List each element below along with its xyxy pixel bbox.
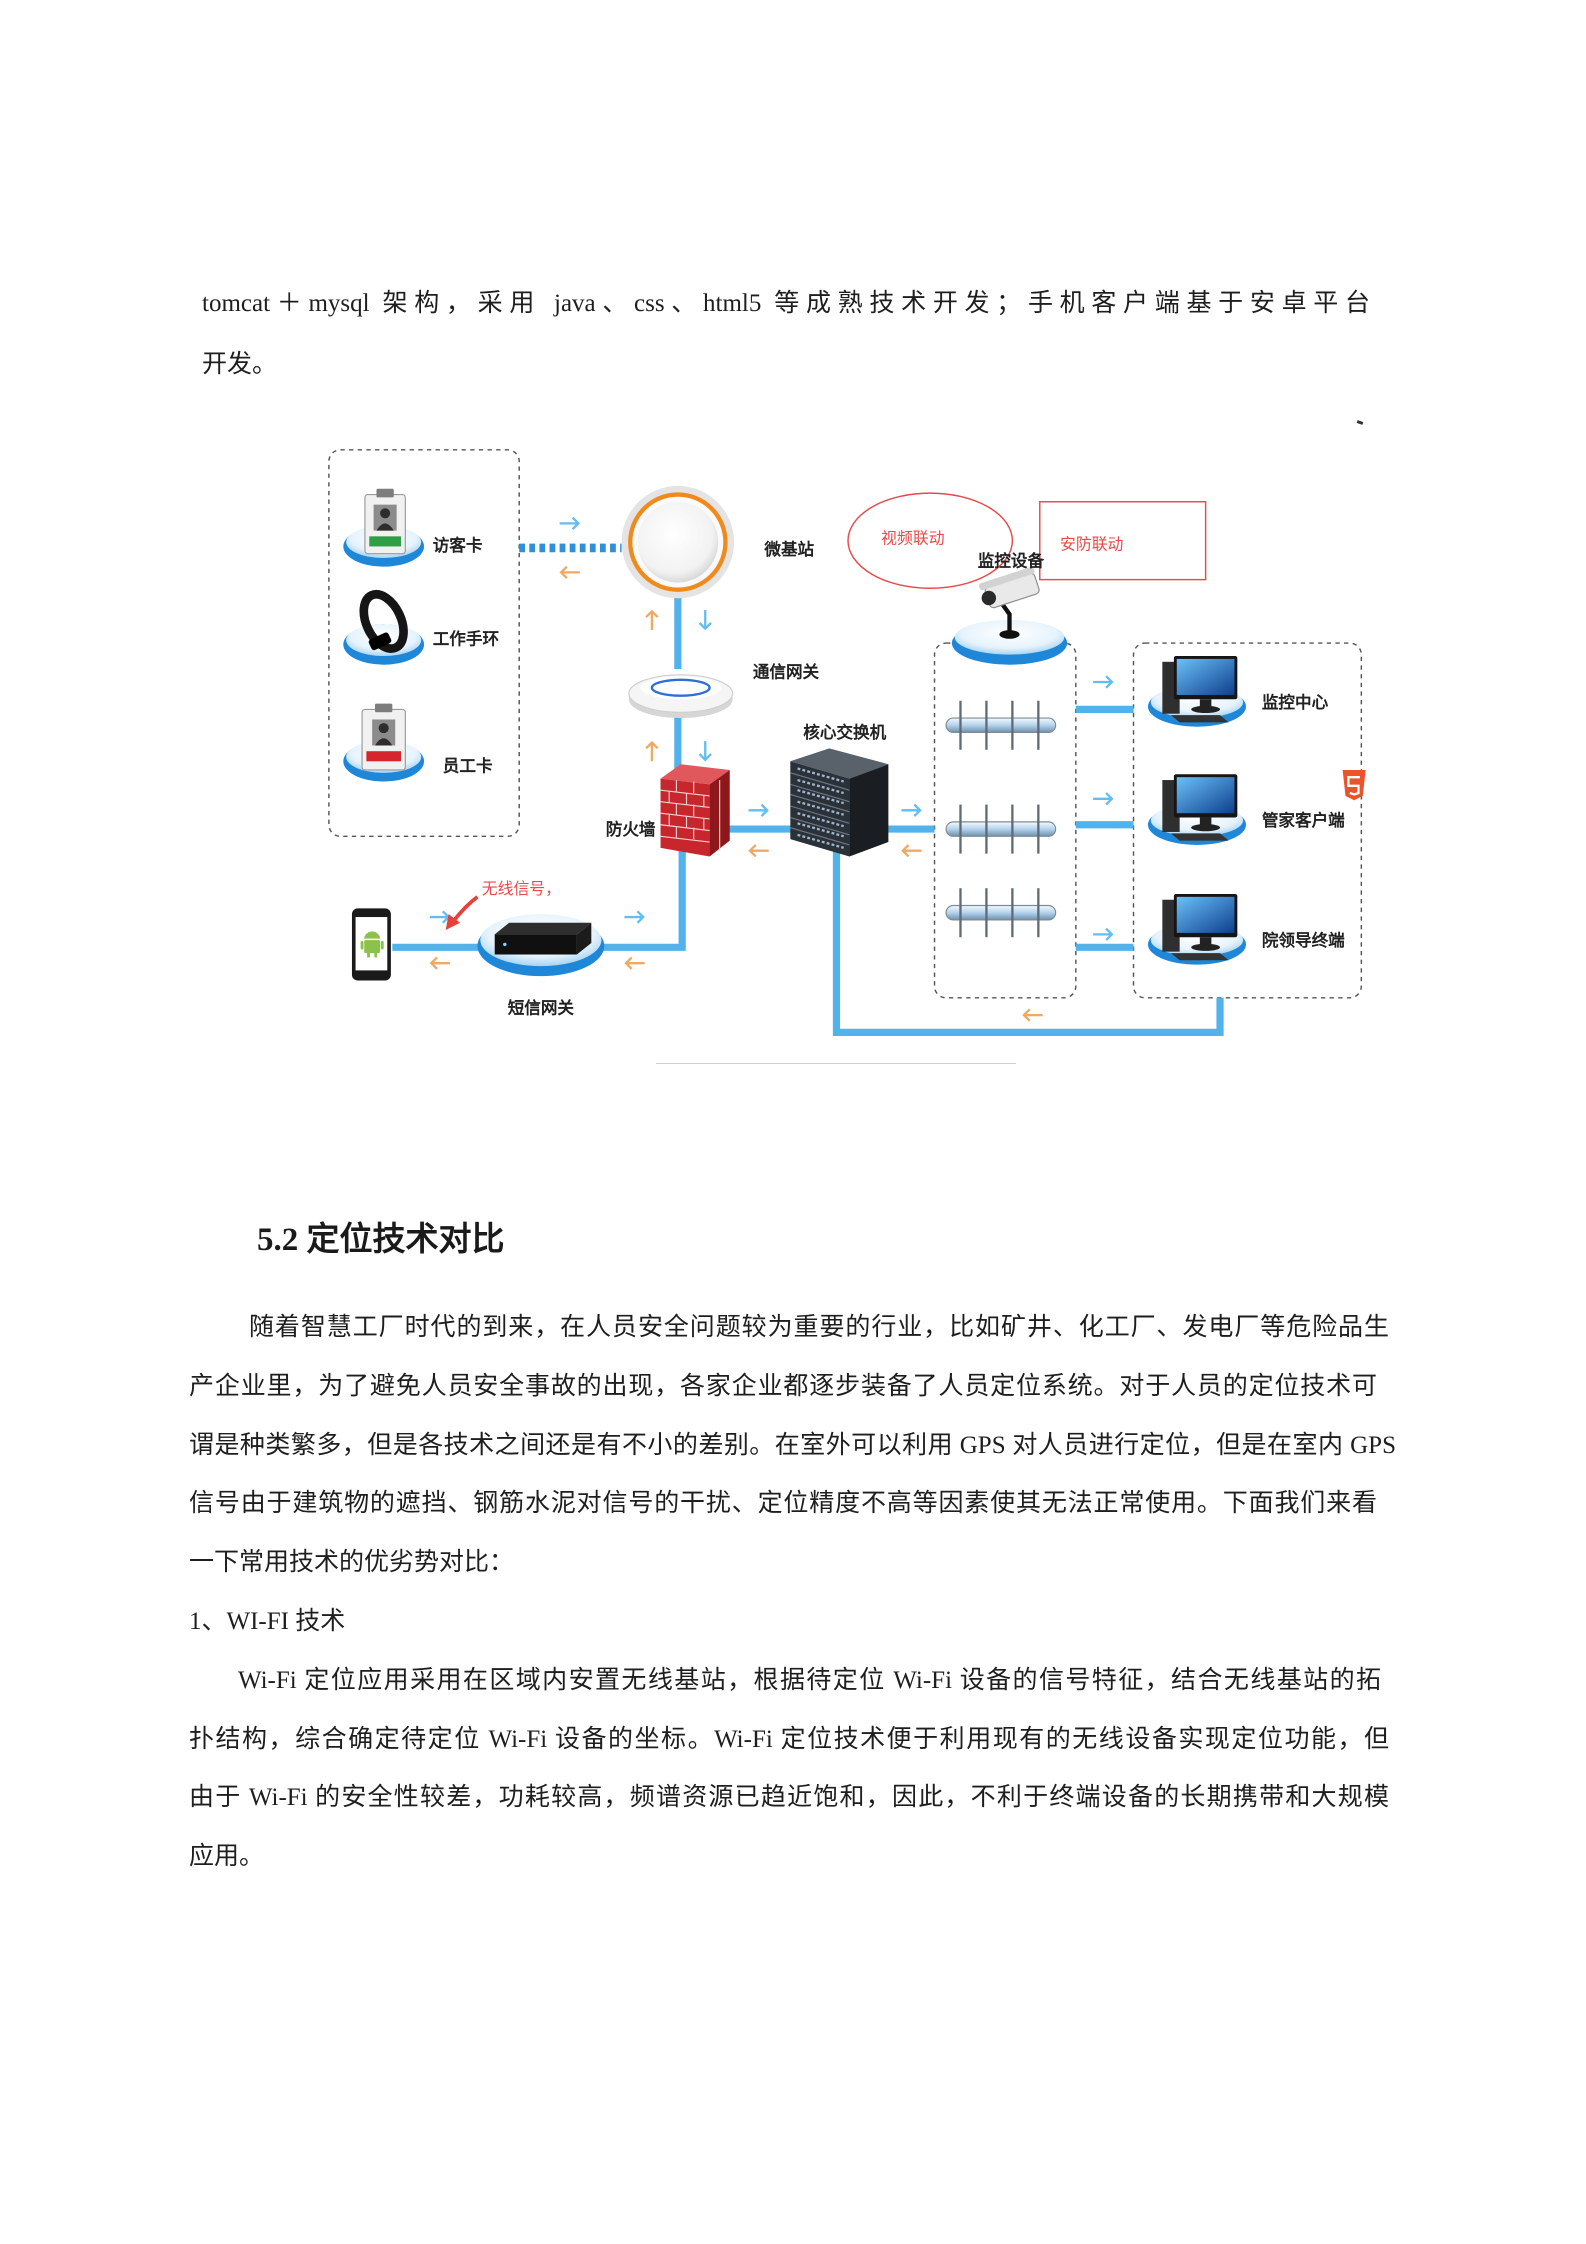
communication-gateway-icon xyxy=(628,674,734,719)
arrow-left-icon xyxy=(559,565,581,580)
corner-mark xyxy=(1356,420,1364,425)
switch-bus-icon xyxy=(945,888,1057,938)
wristband-label: 工作手环 xyxy=(433,629,500,649)
paragraph-1-line: 谓是种类繁多，但是各技术之间还是有不小的差别。在室外可以利用 GPS 对人员进行… xyxy=(189,1432,1396,1459)
paragraph-2-line: Wi-Fi 定位应用采用在区域内安置无线基站，根据待定位 Wi-Fi 设备的信号… xyxy=(238,1667,1381,1694)
computer-icon xyxy=(1147,893,1246,965)
paragraph-2-line: 应用。 xyxy=(189,1843,265,1870)
arrow-down-icon xyxy=(698,739,713,762)
arrow-right-icon xyxy=(428,910,450,924)
switch-bus-icon xyxy=(945,700,1057,750)
html5-logo-icon xyxy=(1342,769,1366,801)
wristband-icon xyxy=(343,589,425,665)
android-icon xyxy=(360,931,384,958)
monitoring-center-label: 监控中心 xyxy=(1262,692,1329,712)
video-linkage-ellipse xyxy=(847,492,1014,589)
leader-terminal-label: 院领导终端 xyxy=(1262,930,1345,950)
paragraph-1-line: 信号由于建筑物的遮挡、钢筋水泥对信号的干扰、定位精度不高等因素使其无法正常使用。… xyxy=(189,1490,1377,1517)
arrow-left-icon xyxy=(430,956,452,971)
communication-gateway-label: 通信网关 xyxy=(753,662,820,682)
tag-devices-group-box xyxy=(328,449,520,838)
switch-group-box xyxy=(933,642,1077,999)
switch-bus-icon xyxy=(945,804,1057,854)
micro-base-station-label: 微基站 xyxy=(763,539,814,559)
intro-line-1: tomcat＋mysql 架构，采用 java、css、html5 等成熟技术开… xyxy=(202,290,1370,317)
arrow-right-icon xyxy=(747,803,769,818)
employee-card-label: 员工卡 xyxy=(443,755,493,775)
arrow-right-icon xyxy=(1091,791,1114,806)
butler-client-label: 管家客户端 xyxy=(1262,810,1345,830)
figure-divider xyxy=(656,1063,1016,1064)
terminal-group-box xyxy=(1132,642,1363,999)
computer-icon xyxy=(1147,656,1246,727)
arrow-up-icon xyxy=(644,741,659,763)
paragraph-2-line: 扑结构，综合确定待定位 Wi-Fi 设备的坐标。Wi-Fi 定位技术便于利用现有… xyxy=(189,1726,1389,1753)
core-switch-icon xyxy=(790,748,889,857)
arrow-down-icon xyxy=(698,608,713,630)
paragraph-1-line: 产企业里，为了避免人员安全事故的出现，各家企业都逐步装备了人员定位系统。对于人员… xyxy=(189,1373,1377,1400)
paragraph-2-line: 由于 Wi-Fi 的安全性较差，功耗较高，频谱资源已趋近饱和，因此，不利于终端设… xyxy=(189,1784,1389,1811)
visitor-card-icon xyxy=(343,488,425,567)
security-linkage-label: 安防联动 xyxy=(1060,535,1123,553)
positioning-system-topology-diagram: 访客卡 工作手环 员工卡 微基站 通信网关 xyxy=(328,449,1366,1037)
sms-gateway-icon xyxy=(477,914,605,977)
arrow-left-icon xyxy=(748,843,770,858)
sms-gateway-label: 短信网关 xyxy=(508,998,575,1018)
arrow-right-icon xyxy=(1091,927,1114,942)
switch-to-terminals-return-line xyxy=(832,850,1224,1037)
surveillance-camera-icon xyxy=(951,566,1068,665)
intro-line-2: 开发。 xyxy=(202,351,278,378)
employee-card-icon xyxy=(343,703,425,782)
core-switch-label: 核心交换机 xyxy=(803,722,886,742)
arrow-right-icon xyxy=(623,910,645,924)
paragraph-1-line: 随着智慧工厂时代的到来，在人员安全问题较为重要的行业，比如矿井、化工厂、发电厂等… xyxy=(249,1314,1389,1341)
mobile-phone-icon xyxy=(351,908,391,981)
arrow-right-icon xyxy=(558,516,580,531)
section-heading: 5.2 定位技术对比 xyxy=(257,1222,505,1258)
list-item-wifi-heading: 1、WI-FI 技术 xyxy=(189,1608,346,1635)
paragraph-1-line: 一下常用技术的优劣势对比： xyxy=(189,1549,515,1576)
security-linkage-box xyxy=(1039,501,1207,581)
firewall-icon xyxy=(660,764,730,857)
video-linkage-label: 视频联动 xyxy=(881,530,944,548)
firewall-label: 防火墙 xyxy=(606,819,656,839)
computer-icon xyxy=(1147,774,1246,845)
wireless-signal-arrow-icon xyxy=(445,895,479,931)
micro-base-station-icon xyxy=(621,485,735,599)
arrow-right-icon xyxy=(1091,675,1114,689)
wireless-signal-label: 无线信号， xyxy=(482,880,561,898)
arrow-left-icon xyxy=(1022,1008,1044,1023)
arrow-left-icon xyxy=(624,956,646,971)
arrow-up-icon xyxy=(644,610,659,632)
visitor-card-label: 访客卡 xyxy=(433,535,483,555)
monitoring-device-label: 监控设备 xyxy=(978,551,1045,571)
arrow-left-icon xyxy=(901,843,923,858)
arrow-right-icon xyxy=(900,803,922,818)
